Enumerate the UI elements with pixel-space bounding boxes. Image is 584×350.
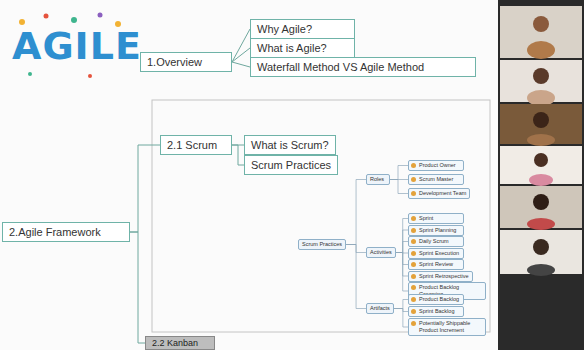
node-text: Scrum Practices (251, 158, 331, 172)
connector-line (396, 253, 408, 277)
connector-line (346, 180, 366, 245)
map-leaf: Sprint Review (408, 259, 464, 270)
node-text: Sprint Retrospective (419, 273, 469, 280)
node-text: 2.Agile Framework (9, 225, 123, 239)
map-node: Scrum Practices (298, 239, 346, 250)
connector-line (232, 145, 244, 165)
connector-line (130, 145, 160, 232)
topic-box: 2.1 Scrum (160, 135, 232, 155)
map-leaf: Sprint Retrospective (408, 271, 473, 282)
node-text: Sprint (419, 215, 460, 222)
connector-line (394, 309, 408, 328)
node-text: What is Scrum? (251, 138, 329, 152)
connector-line (396, 253, 408, 292)
node-text: Product Backlog (419, 296, 460, 303)
connector-line (130, 232, 145, 343)
topic-box: 2.2 Kanban (145, 336, 215, 350)
topic-box: 1.Overview (140, 52, 232, 72)
connector-line (396, 230, 408, 253)
map-leaf: Sprint Planning (408, 225, 464, 236)
map-leaf: Sprint (408, 213, 464, 224)
map-leaf: Potentially Shippable Product Increment (408, 318, 486, 336)
node-text: Scrum Practices (302, 241, 342, 248)
connector-line (232, 62, 250, 67)
node-text: Roles (370, 176, 386, 183)
map-leaf: Sprint Execution (408, 248, 464, 259)
node-text: What is Agile? (257, 41, 348, 55)
node-text: Artifacts (370, 305, 390, 312)
topic-box: Scrum Practices (244, 155, 338, 175)
node-text: Sprint Planning (419, 227, 460, 234)
topic-box: Waterfall Method VS Agile Method (250, 57, 476, 77)
topic-box: Why Agile? (250, 19, 355, 39)
topic-box: What is Agile? (250, 38, 355, 58)
connector-line (390, 166, 408, 180)
connector-line (232, 29, 250, 62)
connector-line (396, 242, 408, 253)
node-text: 2.1 Scrum (167, 138, 225, 152)
connector-line (396, 219, 408, 253)
connector-line (232, 48, 250, 62)
map-leaf: Development Team (408, 188, 470, 199)
topic-box: What is Scrum? (244, 135, 336, 155)
node-text: Scrum Master (419, 176, 460, 183)
map-node: Activities (366, 247, 396, 258)
node-text: Sprint Backlog (419, 308, 460, 315)
connector-line (346, 245, 366, 309)
node-text: Activities (370, 249, 392, 256)
connector-line (394, 300, 408, 309)
node-text: 2.2 Kanban (152, 338, 208, 348)
node-text: Potentially Shippable Product Increment (419, 320, 482, 334)
map-node: Roles (366, 174, 390, 185)
node-text: 1.Overview (147, 55, 225, 69)
map-leaf: Scrum Master (408, 174, 464, 185)
node-text: Development Team (419, 190, 466, 197)
node-text: Sprint Review (419, 261, 460, 268)
node-text: Product Owner (419, 162, 460, 169)
group-frame (152, 100, 490, 332)
map-leaf: Daily Scrum (408, 236, 464, 247)
logo-text: AGILE (12, 24, 142, 68)
node-text: Sprint Execution (419, 250, 460, 257)
topic-box: 2.Agile Framework (2, 222, 130, 242)
connector-line (390, 180, 408, 194)
video-tiles (500, 6, 582, 276)
connector-line (394, 309, 408, 312)
map-leaf: Product Owner (408, 160, 464, 171)
node-text: Waterfall Method VS Agile Method (257, 60, 469, 74)
connector-line (396, 253, 408, 265)
map-node: Artifacts (366, 303, 394, 314)
map-leaf: Product Backlog (408, 294, 464, 305)
node-text: Why Agile? (257, 22, 348, 36)
node-text: Daily Scrum (419, 238, 460, 245)
map-leaf: Sprint Backlog (408, 306, 464, 317)
